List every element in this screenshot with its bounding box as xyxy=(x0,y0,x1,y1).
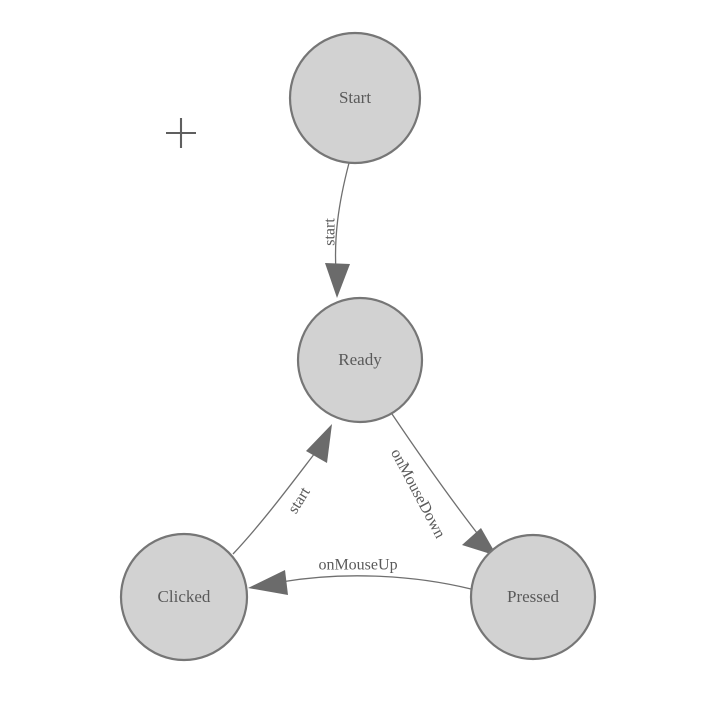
state-node-clicked-label: Clicked xyxy=(158,587,211,606)
edge-ready-to-pressed-arrowhead xyxy=(462,528,497,556)
edge-start-to-ready-label: start xyxy=(322,218,339,246)
state-node-clicked-circle[interactable] xyxy=(119,532,249,662)
edge-clicked-to-ready-line xyxy=(232,452,316,555)
edge-start-to-ready[interactable]: start xyxy=(322,162,350,298)
state-node-ready-circle[interactable] xyxy=(296,296,424,424)
edge-pressed-to-clicked[interactable]: onMouseUp xyxy=(248,557,472,595)
state-node-pressed-circle[interactable] xyxy=(469,533,597,661)
edge-ready-to-pressed-label: onMouseDown xyxy=(387,446,448,541)
state-node-clicked[interactable]: Clicked xyxy=(119,532,249,662)
state-node-pressed[interactable]: Pressed xyxy=(469,533,597,661)
edge-clicked-to-ready-arrowhead xyxy=(306,424,332,463)
state-node-ready-label: Ready xyxy=(338,350,382,369)
state-node-pressed-label: Pressed xyxy=(507,587,559,606)
edge-ready-to-pressed-line xyxy=(391,413,485,543)
edge-clicked-to-ready-label: start xyxy=(285,484,314,517)
state-node-ready[interactable]: Ready xyxy=(296,296,424,424)
state-node-start-label: Start xyxy=(339,88,371,107)
edge-pressed-to-clicked-arrowhead xyxy=(248,570,288,595)
edge-pressed-to-clicked-label: onMouseUp xyxy=(318,557,397,574)
edge-pressed-to-clicked-line xyxy=(280,575,472,590)
edge-clicked-to-ready[interactable]: start xyxy=(232,424,332,555)
state-node-start-circle[interactable] xyxy=(288,31,422,165)
edge-start-to-ready-arrowhead xyxy=(325,263,350,298)
edge-start-to-ready-line xyxy=(334,162,350,273)
crosshair-icon xyxy=(166,118,196,148)
state-node-start[interactable]: Start xyxy=(288,31,422,165)
edge-ready-to-pressed[interactable]: onMouseDown xyxy=(387,413,497,556)
